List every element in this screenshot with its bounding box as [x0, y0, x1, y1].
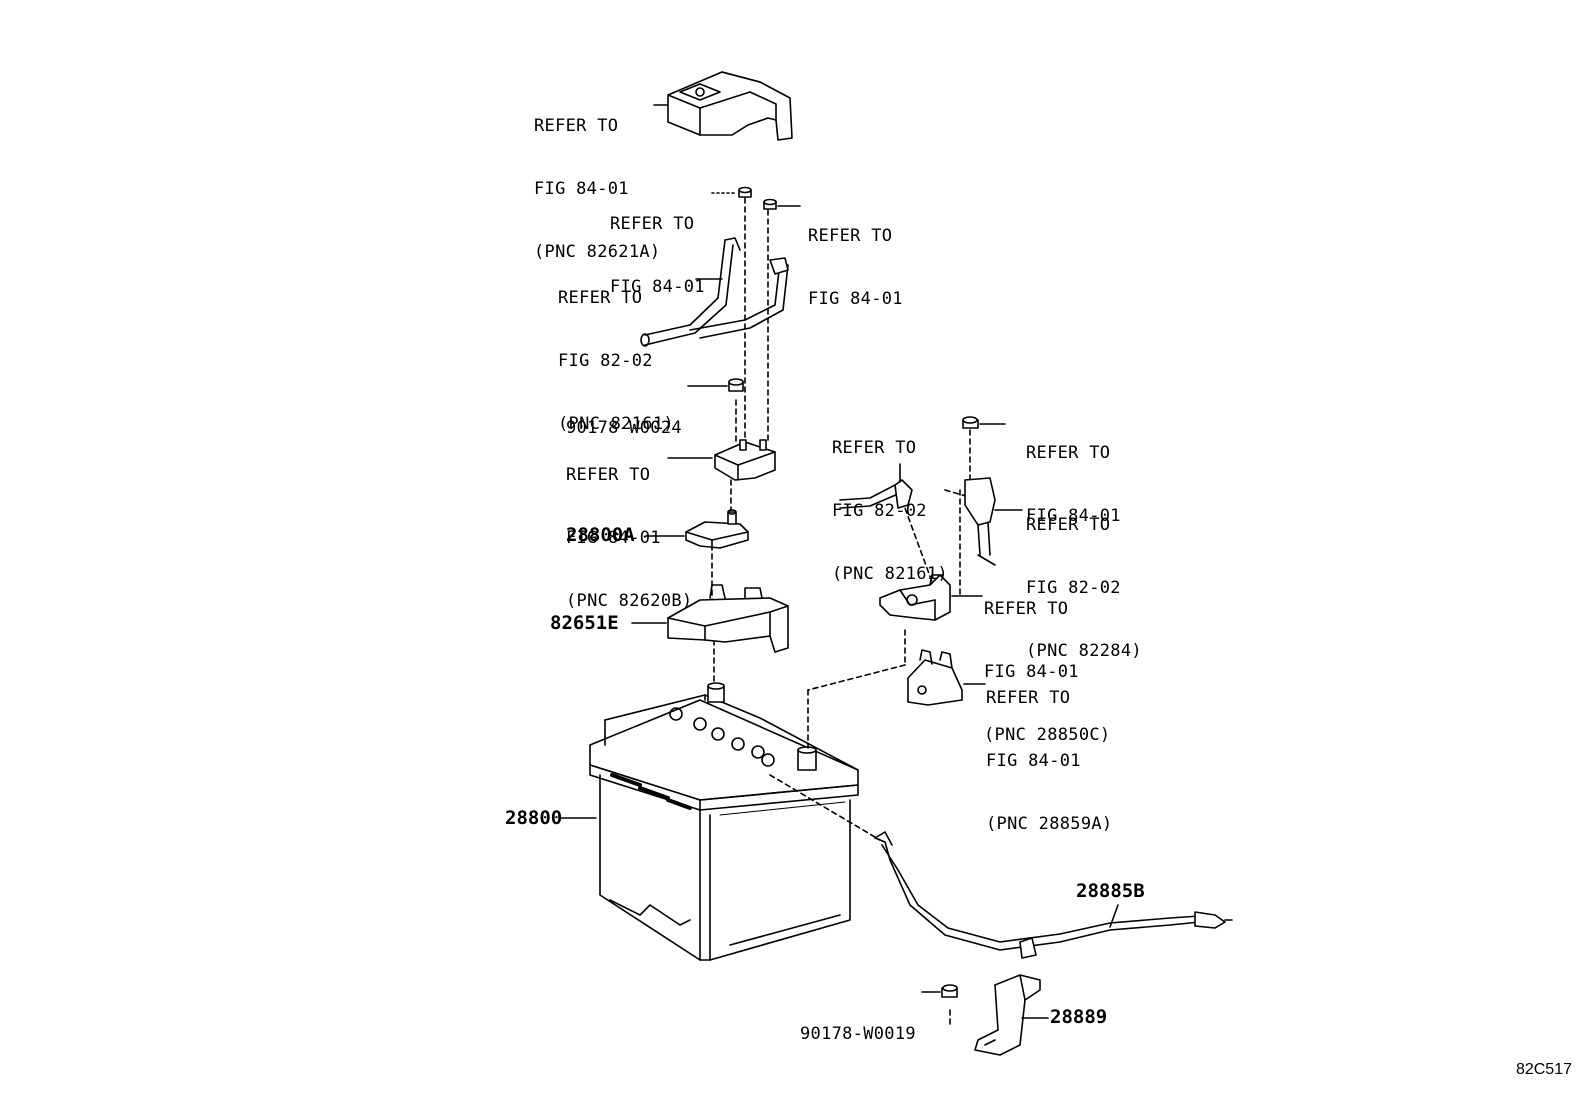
ref-line: FIG 82-02 [558, 351, 653, 371]
terminal-28850c-part [879, 574, 951, 621]
ref-line: REFER TO [566, 465, 651, 485]
ref-label-nut-right: REFER TO FIG 84-01 [808, 184, 903, 331]
ref-line: (PNC 82284) [1026, 641, 1142, 661]
ref-line: REFER TO [808, 226, 893, 246]
part-label-28889: 28889 [1050, 1006, 1108, 1028]
wire-harness-upper-part [640, 237, 789, 347]
ref-line: REFER TO [1026, 443, 1111, 463]
ref-label-terminal-cover: REFER TO FIG 84-01 (PNC 28859A) [986, 646, 1112, 856]
ref-label-nut-left: REFER TO FIG 84-01 [610, 172, 705, 319]
ref-line: FIG 84-01 [610, 277, 705, 297]
part-label-28800a: 28800A [566, 524, 635, 546]
ref-label-wire-right: REFER TO FIG 82-02 (PNC 82284) [1026, 473, 1142, 683]
clamp-cover-part [714, 439, 776, 481]
leader-28885b [1109, 904, 1119, 928]
part-number: 90178-W0019 [800, 1024, 916, 1044]
clamp-28800a-part [685, 509, 749, 549]
ref-line: (PNC 82620B) [566, 591, 693, 611]
part-label-bolt-w0024: 90178-W0024 [566, 376, 682, 460]
ref-line: FIG 84-01 [986, 751, 1081, 771]
ref-label-nut-mid: REFER TO FIG 84-01 [1026, 401, 1121, 548]
ref-label-wire-mid: REFER TO FIG 82-02 (PNC 82161) [832, 396, 948, 606]
ref-line: FIG 84-01 [1026, 506, 1121, 526]
holder-82651e-part [667, 584, 789, 653]
bolt-90178-w0019-part [941, 984, 958, 998]
wire-right-part [964, 477, 996, 566]
ref-line: REFER TO [986, 688, 1071, 708]
wire-mid-part [839, 479, 913, 509]
ref-line: FIG 82-02 [832, 501, 927, 521]
nut-mid-part [962, 416, 979, 429]
ref-line: (PNC 28859A) [986, 814, 1113, 834]
terminal-cover-part [907, 649, 963, 706]
ref-line: (PNC 28850C) [984, 725, 1111, 745]
dashed-guides-right [769, 429, 981, 1026]
bolt-90178-w0024-part [728, 378, 744, 392]
ref-label-wire-left: REFER TO FIG 82-02 (PNC 82161) [558, 246, 674, 456]
nut-left-part [738, 186, 752, 198]
ref-line: REFER TO [984, 599, 1069, 619]
part-number: 90178-W0024 [566, 418, 682, 438]
ref-line: FIG 84-01 [534, 179, 629, 199]
ref-line: (PNC 82161) [832, 564, 948, 584]
battery-28800-part [589, 682, 859, 961]
ref-label-clamp-cover: REFER TO FIG 84-01 (PNC 82620B) [566, 423, 692, 633]
part-label-bolt-w0019: 90178-W0019 [800, 982, 916, 1066]
part-label-28800: 28800 [505, 807, 563, 829]
ref-label-terminal-neg: REFER TO FIG 84-01 (PNC 28850C) [984, 557, 1110, 767]
ref-line: FIG 84-01 [984, 662, 1079, 682]
cable-28885b-part [874, 831, 1233, 959]
ref-line: FIG 84-01 [566, 528, 661, 548]
ref-line: REFER TO [534, 116, 619, 136]
ref-line: FIG 84-01 [808, 289, 903, 309]
part-label-82651e: 82651E [550, 612, 619, 634]
ref-line: REFER TO [832, 438, 917, 458]
ref-label-top-cover: REFER TO FIG 84-01 (PNC 82621A) [534, 74, 660, 284]
ref-line: (PNC 82161) [558, 414, 674, 434]
nut-right-part [763, 198, 777, 210]
ref-line: REFER TO [610, 214, 695, 234]
ref-line: REFER TO [558, 288, 643, 308]
ref-line: REFER TO [1026, 515, 1111, 535]
ref-line: (PNC 82621A) [534, 242, 661, 262]
figure-code: 82C517 [1515, 1061, 1572, 1078]
bracket-28889-part [974, 974, 1041, 1056]
part-label-28885b: 28885B [1076, 880, 1145, 902]
top-cover-part [667, 71, 793, 141]
ref-line: FIG 82-02 [1026, 578, 1121, 598]
